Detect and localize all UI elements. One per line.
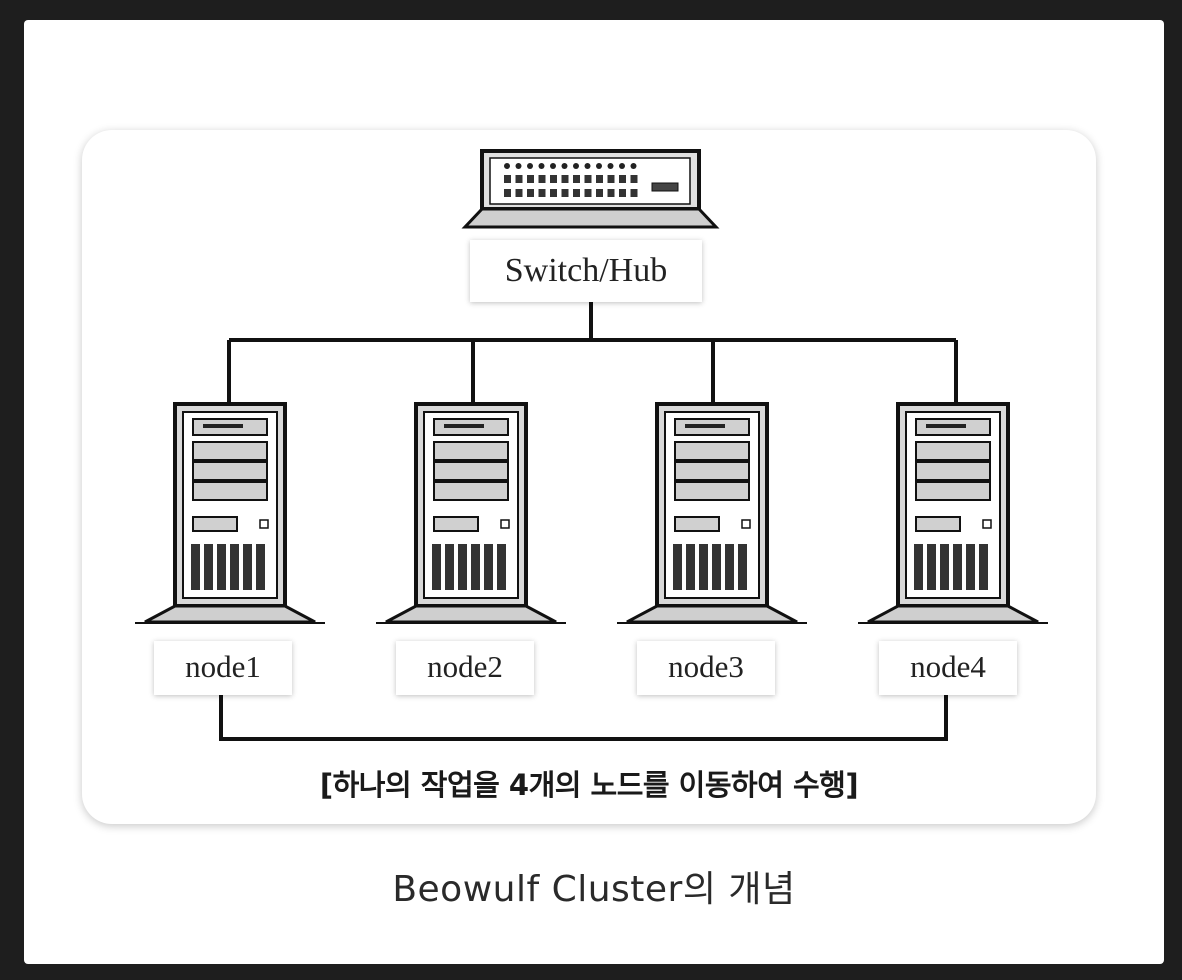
server-tower-icon xyxy=(858,402,1048,624)
network-switch-icon xyxy=(461,149,720,229)
node1-label: node1 xyxy=(154,641,292,695)
node4-label: node4 xyxy=(879,641,1017,695)
diagram-annotation: [하나의 작업을 4개의 노드를 이동하여 수행] xyxy=(319,768,859,802)
node2-label: node2 xyxy=(396,641,534,695)
server-tower-icon xyxy=(135,402,325,624)
network-connections xyxy=(219,302,958,741)
server-tower-icon xyxy=(376,402,566,624)
node3-label: node3 xyxy=(637,641,775,695)
switch-hub-label: Switch/Hub xyxy=(470,240,702,302)
figure-caption: Beowulf Cluster의 개념 xyxy=(392,869,796,910)
server-tower-icon xyxy=(617,402,807,624)
